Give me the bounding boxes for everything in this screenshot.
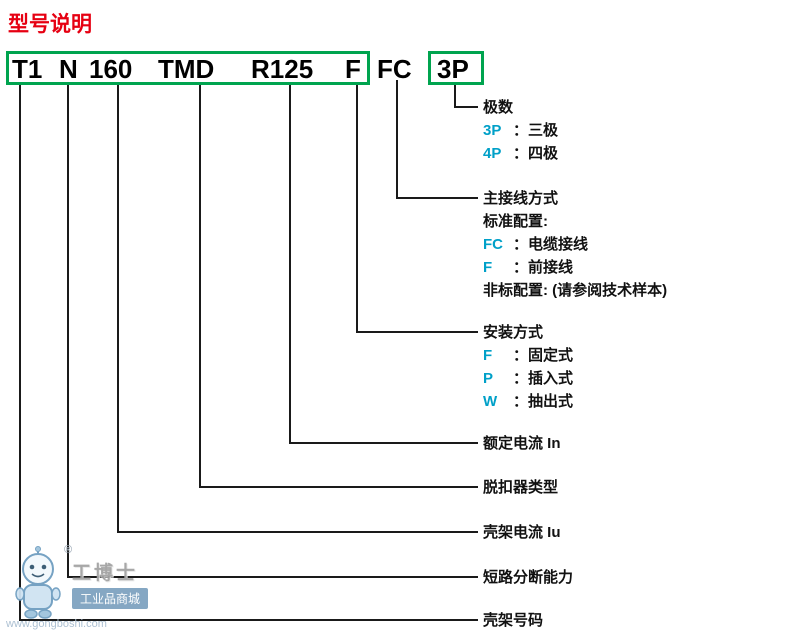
section-heading: 主接线方式: [483, 190, 559, 207]
code-frame-current: 160: [89, 54, 133, 84]
legend-row: 4P ：四极: [483, 142, 558, 165]
option-code: 3P: [483, 122, 502, 139]
watermark-url: www.gongboshi.com: [6, 618, 107, 630]
code-trip-unit: TMD: [158, 54, 215, 84]
legend-row: F ：固定式: [483, 344, 573, 367]
section-trip-unit: 脱扣器类型: [483, 476, 558, 499]
section-heading: 额定电流 In: [483, 435, 561, 452]
option-desc: ：抽出式: [513, 393, 574, 410]
section-heading: 壳架号码: [483, 612, 544, 629]
option-code: FC: [483, 236, 503, 253]
section-frame-number: 壳架号码: [483, 609, 543, 632]
option-code: 4P: [483, 145, 502, 162]
registered-mark: ®: [64, 544, 73, 556]
code-mounting: F: [345, 54, 361, 84]
legend-row: 3P ：三极: [483, 119, 558, 142]
code-wiring: FC: [377, 54, 412, 84]
section-heading: 短路分断能力: [483, 569, 574, 586]
option-desc: ：电缆接线: [513, 236, 589, 253]
model-code-box: [6, 51, 370, 85]
legend-row: FC ：电缆接线: [483, 233, 667, 256]
option-desc: ：前接线: [513, 259, 574, 276]
connector-f: [356, 85, 478, 333]
connector-r125: [289, 85, 478, 444]
section-heading: 脱扣器类型: [483, 479, 559, 496]
legend-row: W ：抽出式: [483, 390, 573, 413]
legend-row: P ：插入式: [483, 367, 573, 390]
section-mounting: 安装方式 F ：固定式 P ：插入式 W ：抽出式: [483, 321, 573, 413]
connector-tmd: [199, 85, 478, 488]
option-desc: ：固定式: [513, 347, 574, 364]
code-frame-number: T1: [12, 54, 43, 84]
connector-fc: [396, 80, 478, 199]
option-desc: ：三极: [513, 122, 559, 139]
section-heading: 极数: [483, 99, 514, 116]
poles-code-box: [428, 51, 484, 85]
section-rated-current: 额定电流 In: [483, 432, 561, 455]
code-rated-current: R125: [251, 54, 314, 84]
connector-n: [67, 85, 478, 578]
section-wiring: 主接线方式 标准配置: FC ：电缆接线 F ：前接线 非标配置: (请参阅技术样本…: [483, 187, 667, 302]
option-code: P: [483, 370, 494, 387]
section-heading: 壳架电流 Iu: [483, 524, 561, 541]
option-code: W: [483, 393, 498, 410]
section-poles: 极数 3P ：三极 4P ：四极: [483, 96, 558, 165]
option-desc: ：插入式: [513, 370, 574, 387]
legend-row: F ：前接线: [483, 256, 667, 279]
code-breaking: N: [59, 54, 78, 84]
section-frame-current: 壳架电流 Iu: [483, 521, 561, 544]
code-poles: 3P: [437, 54, 469, 84]
page-title: 型号说明: [8, 13, 92, 36]
option-code: F: [483, 347, 493, 364]
connector-3p: [454, 85, 478, 108]
option-code: F: [483, 259, 493, 276]
legend-row: 标准配置:: [483, 213, 548, 230]
watermark: ® 工博士 工业品商城 www.gongboshi.com: [6, 544, 196, 636]
section-breaking: 短路分断能力: [483, 566, 573, 589]
connector-160: [117, 85, 478, 533]
section-heading: 安装方式: [483, 324, 544, 341]
mascot-icon: [15, 546, 61, 619]
option-desc: ：四极: [513, 145, 559, 162]
watermark-tagline: 工业品商城: [72, 588, 149, 609]
connector-t1: [19, 85, 478, 621]
legend-row: 非标配置: (请参阅技术样本): [483, 282, 668, 299]
watermark-brand: 工博士: [72, 563, 139, 584]
